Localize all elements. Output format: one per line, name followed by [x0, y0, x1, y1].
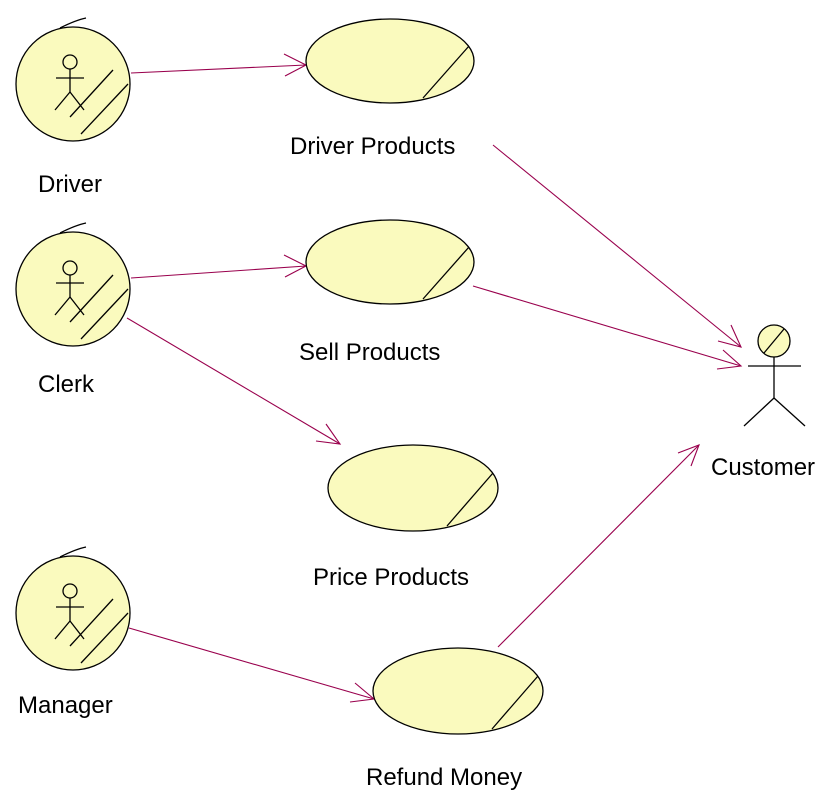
association-manager-refund-money[interactable] [128, 627, 376, 703]
use-case-price-products-label: Price Products [313, 564, 469, 591]
use-case-refund-money-label: Refund Money [366, 764, 522, 791]
use-case-driver-products[interactable]: Driver Products [290, 18, 475, 160]
association-sell-products-customer[interactable] [472, 285, 743, 370]
association-driver-driver-products[interactable] [130, 53, 308, 77]
associations [126, 53, 743, 703]
use-case-sell-products[interactable]: Sell Products [299, 219, 475, 366]
actor-clerk-label: Clerk [38, 371, 95, 398]
association-driver-products-customer[interactable] [492, 144, 742, 348]
use-case-driver-products-label: Driver Products [290, 133, 455, 160]
association-refund-money-customer[interactable] [497, 444, 700, 648]
use-case-price-products[interactable]: Price Products [313, 444, 499, 591]
actor-manager-label: Manager [18, 692, 113, 719]
association-clerk-price-products[interactable] [126, 317, 342, 445]
actor-customer[interactable]: Customer [711, 324, 815, 481]
actor-manager[interactable]: Manager [15, 546, 131, 719]
actor-driver[interactable]: Driver [15, 17, 131, 198]
actor-driver-label: Driver [38, 171, 102, 198]
actor-clerk[interactable]: Clerk [15, 222, 131, 398]
association-clerk-sell-products[interactable] [130, 254, 308, 279]
use-case-refund-money[interactable]: Refund Money [366, 647, 544, 791]
use-case-sell-products-label: Sell Products [299, 339, 440, 366]
actor-customer-label: Customer [711, 454, 815, 481]
